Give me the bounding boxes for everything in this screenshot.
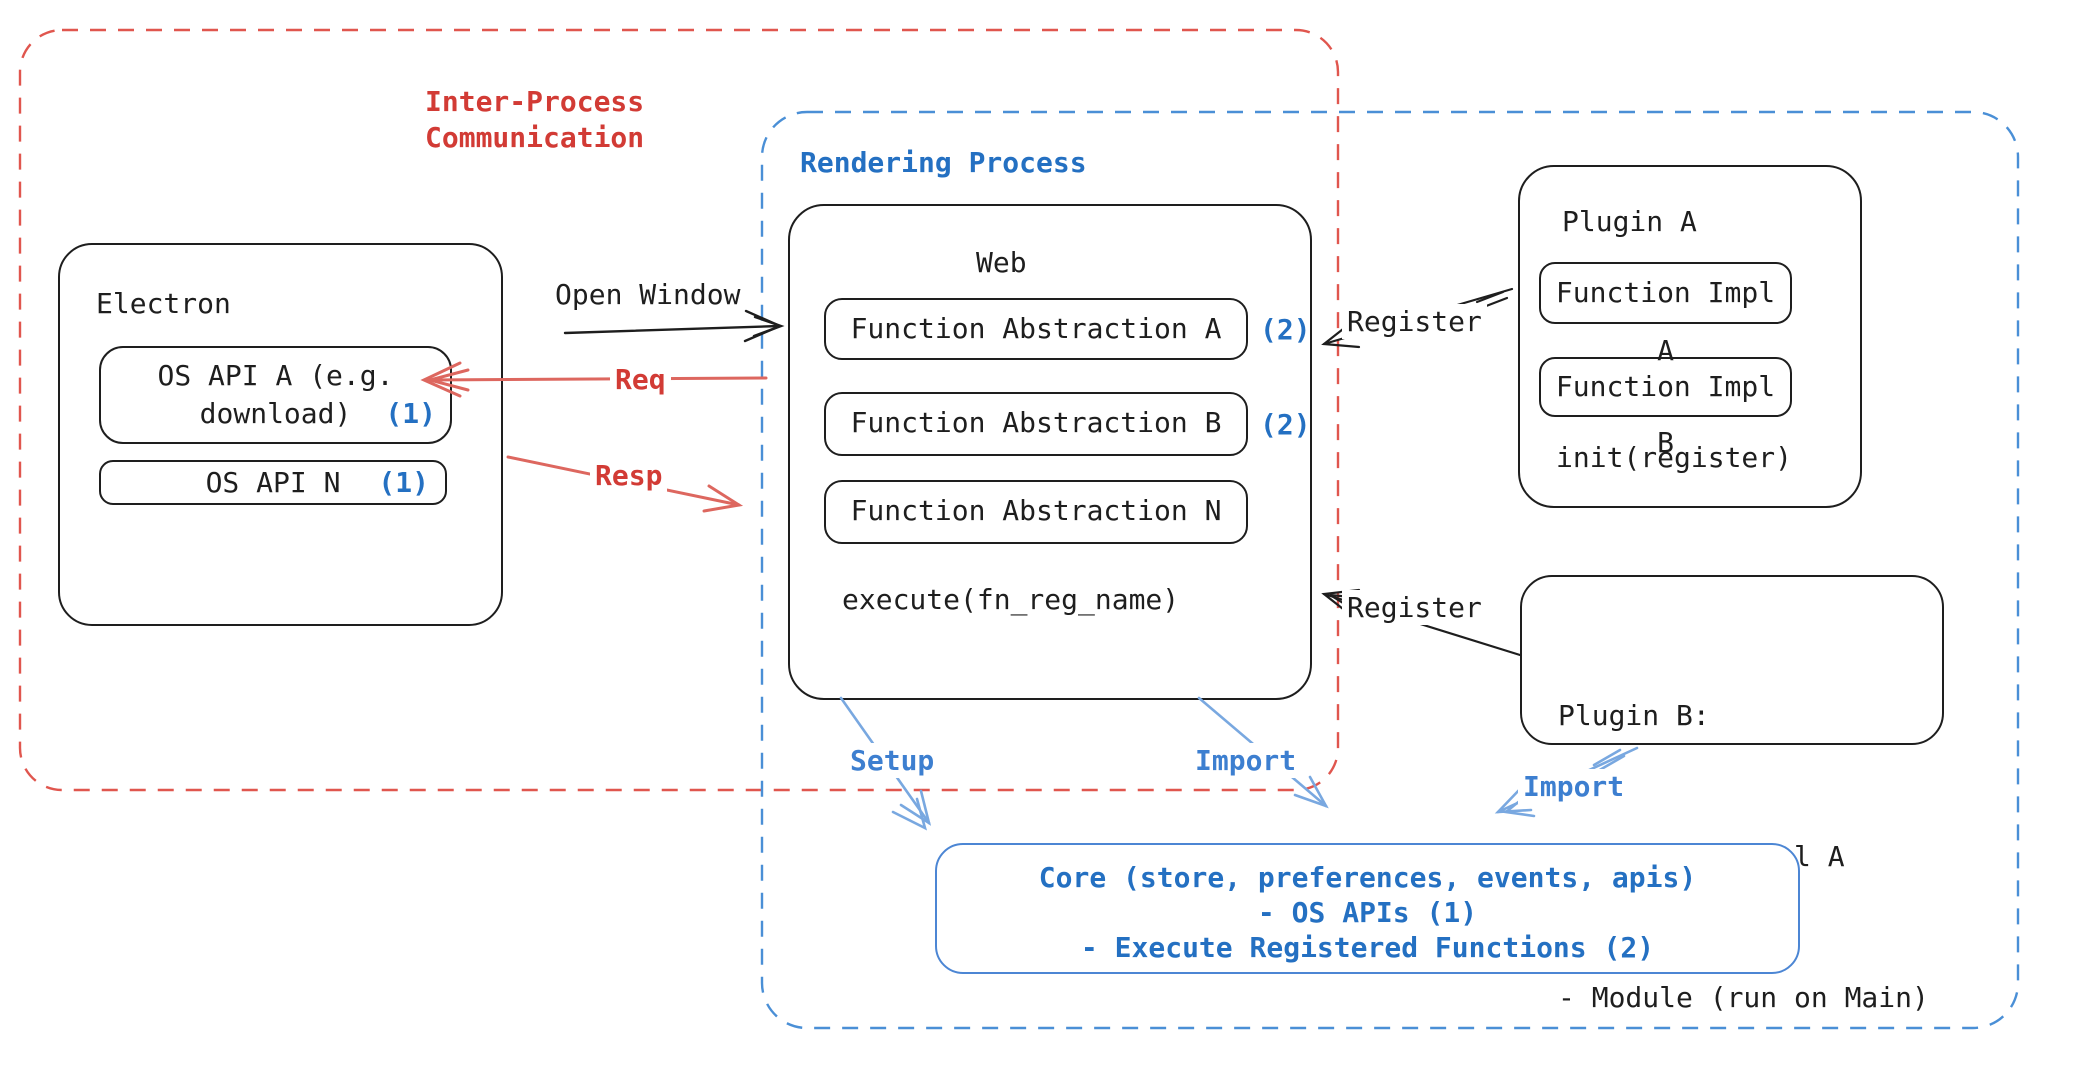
function-impl-b-box: Function Impl B <box>1539 357 1792 459</box>
rendering-process-label: Rendering Process <box>800 146 1087 179</box>
os-api-a-line1: OS API A (e.g. <box>157 359 394 392</box>
electron-box: Electron OS API A (e.g. download) (1) OS… <box>58 243 503 626</box>
function-abstraction-a-box: Function Abstraction A <box>824 298 1248 360</box>
core-line-1: Core (store, preferences, events, apis) <box>1038 861 1697 894</box>
plugin-a-title: Plugin A <box>1562 205 1697 238</box>
function-abstraction-a-label: Function Abstraction A <box>850 312 1222 345</box>
function-impl-a-box: Function Impl A <box>1539 262 1792 367</box>
core-line-2: - OS APIs (1) <box>1257 896 1478 929</box>
setup-label: Setup <box>845 743 940 778</box>
open-window-label: Open Window <box>555 278 741 311</box>
plugin-b-title: Plugin B: <box>1558 699 1710 732</box>
register-a-label: Register <box>1342 304 1487 339</box>
import-plugin-label: Import <box>1518 769 1630 804</box>
plugin-b-box: Plugin B: - Function Impl A - Module (ru… <box>1520 575 1944 1014</box>
execute-label: execute(fn_reg_name) <box>842 583 1180 616</box>
plugin-b-item-module: - Module (run on Main) <box>1558 981 1929 1014</box>
plugin-a-box: Plugin A Function Impl A Function Impl B… <box>1518 165 1862 508</box>
open-window-arrow <box>563 309 785 343</box>
os-api-n-badge: (1) <box>378 466 429 499</box>
ipc-label-line2: Communication <box>425 121 645 154</box>
req-label: Req <box>610 362 671 397</box>
init-register-label: init(register) <box>1556 441 1793 474</box>
os-api-n-box: OS API N (1) <box>99 460 447 505</box>
os-api-n-label: OS API N <box>205 466 341 499</box>
core-box: Core (store, preferences, events, apis) … <box>935 843 1800 974</box>
os-api-a-line2: download) <box>199 397 352 430</box>
os-api-a-badge: (1) <box>385 397 436 430</box>
resp-label: Resp <box>590 458 668 493</box>
function-abstraction-a-row: Function Abstraction A (2) <box>824 298 1311 360</box>
core-line-3: - Execute Registered Functions (2) <box>1080 931 1655 964</box>
web-box: Web Function Abstraction A (2) Function … <box>788 204 1312 700</box>
web-title: Web <box>976 246 1027 279</box>
function-abstraction-n-row: Function Abstraction N <box>824 480 1294 544</box>
ipc-label-line1: Inter-Process <box>425 85 645 118</box>
os-api-a-box: OS API A (e.g. download) (1) <box>99 346 452 444</box>
function-abstraction-b-row: Function Abstraction B (2) <box>824 392 1311 456</box>
function-abstraction-n-label: Function Abstraction N <box>850 494 1222 527</box>
electron-title: Electron <box>96 287 231 320</box>
register-b-label: Register <box>1342 590 1487 625</box>
function-abstraction-n-box: Function Abstraction N <box>824 480 1248 544</box>
function-abstraction-b-badge: (2) <box>1260 407 1311 441</box>
function-abstraction-b-box: Function Abstraction B <box>824 392 1248 456</box>
function-abstraction-a-badge: (2) <box>1260 312 1311 346</box>
function-abstraction-b-label: Function Abstraction B <box>850 406 1222 439</box>
import-web-label: Import <box>1190 743 1302 778</box>
